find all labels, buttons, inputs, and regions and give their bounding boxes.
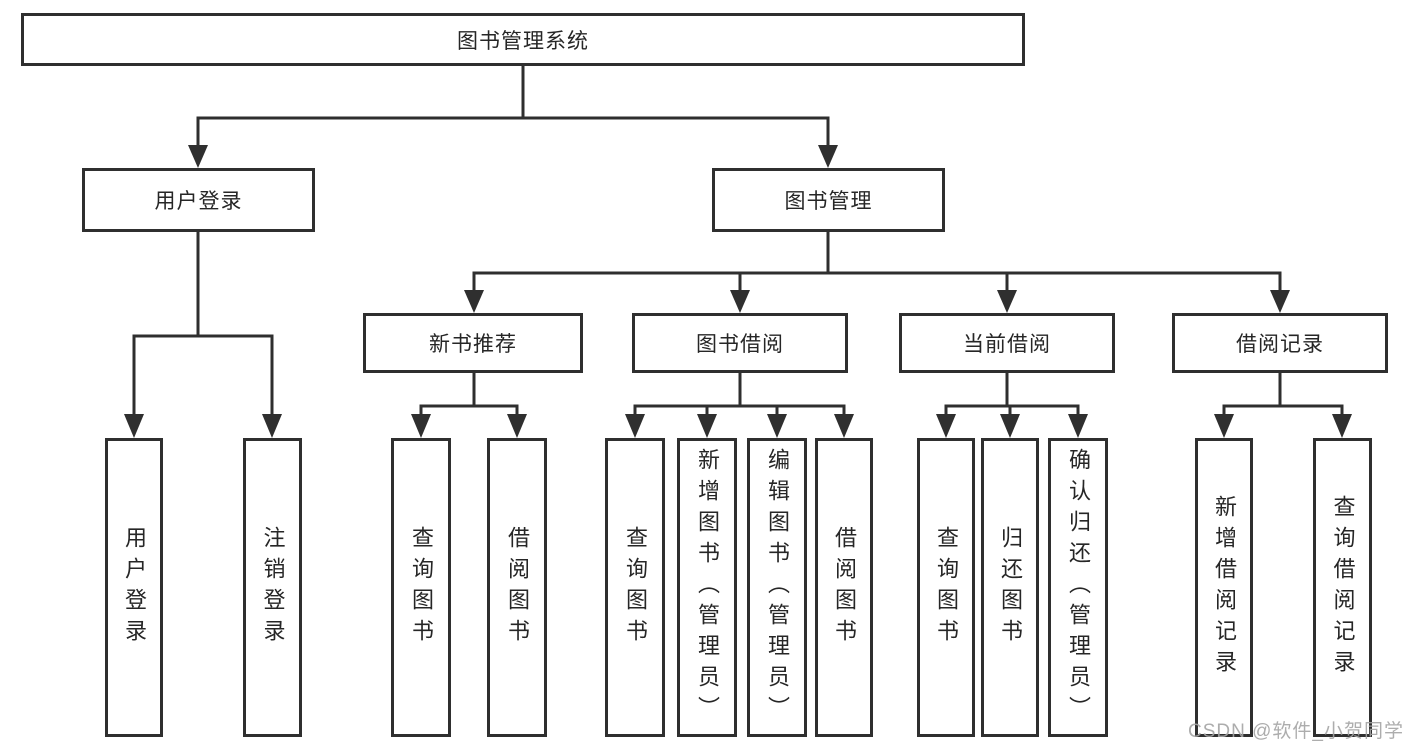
leaf-query-book-3: 查询图书: [917, 438, 975, 737]
leaf-confirm-return-admin: 确认归还（管理员）: [1048, 438, 1108, 737]
node-borrow-records-label: 借阅记录: [1236, 333, 1324, 356]
leaf-edit-book-admin-label: 编辑图书（管理员）: [765, 448, 790, 727]
node-user-login: 用户登录: [82, 168, 315, 232]
node-new-book-recommend-label: 新书推荐: [429, 333, 517, 356]
leaf-query-borrow-record-label: 查询借阅记录: [1330, 494, 1356, 681]
leaf-query-borrow-record: 查询借阅记录: [1313, 438, 1372, 737]
leaf-borrow-book-1-label: 借阅图书: [505, 525, 530, 650]
node-new-book-recommend: 新书推荐: [363, 313, 583, 373]
node-user-login-label: 用户登录: [154, 190, 243, 213]
node-root-label: 图书管理系统: [457, 29, 589, 53]
node-book-borrow-label: 图书借阅: [696, 333, 784, 356]
leaf-borrow-book-1: 借阅图书: [487, 438, 547, 737]
leaf-add-borrow-record: 新增借阅记录: [1195, 438, 1253, 737]
leaf-logout: 注销登录: [243, 438, 302, 737]
node-book-management-label: 图书管理: [784, 190, 873, 213]
leaf-edit-book-admin: 编辑图书（管理员）: [747, 438, 807, 737]
leaf-add-book-admin: 新增图书（管理员）: [677, 438, 737, 737]
leaf-logout-label: 注销登录: [260, 525, 286, 650]
node-root: 图书管理系统: [21, 13, 1025, 66]
leaf-query-book-2: 查询图书: [605, 438, 665, 737]
leaf-return-book-label: 归还图书: [998, 525, 1023, 650]
leaf-query-book-1: 查询图书: [391, 438, 451, 737]
leaf-confirm-return-admin-label: 确认归还（管理员）: [1066, 448, 1091, 727]
node-current-borrow: 当前借阅: [899, 313, 1115, 373]
leaf-user-login: 用户登录: [105, 438, 163, 737]
leaf-borrow-book-2-label: 借阅图书: [832, 525, 857, 650]
leaf-add-book-admin-label: 新增图书（管理员）: [695, 448, 720, 727]
leaf-user-login-label: 用户登录: [122, 525, 147, 650]
watermark: CSDN @软件_小贺同学: [1188, 721, 1404, 742]
leaf-query-book-3-label: 查询图书: [934, 525, 959, 650]
node-borrow-records: 借阅记录: [1172, 313, 1388, 373]
leaf-query-book-2-label: 查询图书: [623, 525, 648, 650]
leaf-borrow-book-2: 借阅图书: [815, 438, 873, 737]
node-book-management: 图书管理: [712, 168, 945, 232]
leaf-add-borrow-record-label: 新增借阅记录: [1212, 494, 1237, 681]
node-current-borrow-label: 当前借阅: [963, 333, 1051, 356]
leaf-query-book-1-label: 查询图书: [409, 525, 434, 650]
arrowhead-icons: [124, 145, 1352, 438]
connector-lines: [132, 66, 1344, 420]
leaf-return-book: 归还图书: [981, 438, 1039, 737]
node-book-borrow: 图书借阅: [632, 313, 848, 373]
